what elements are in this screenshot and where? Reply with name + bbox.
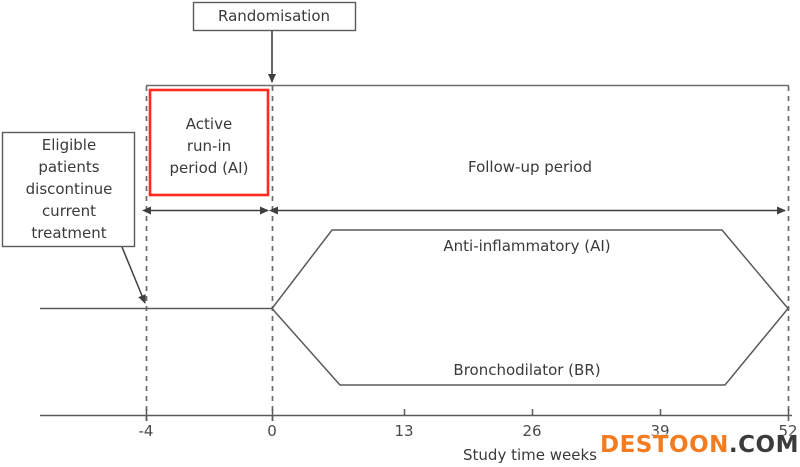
- randomisation-box: [192, 1, 357, 32]
- active-run-in-box: [148, 88, 270, 197]
- bronchodilator-arm-shape: [271, 308, 789, 386]
- x-tick-label-0: 0: [267, 422, 277, 440]
- eligible-patients-arrow: [121, 246, 146, 304]
- eligible-patients-box: [1, 131, 136, 248]
- watermark-tld: .COM: [728, 432, 799, 458]
- x-tick-label-39: 39: [650, 422, 670, 440]
- bronchodilator-arm-label: Bronchodilator (BR): [453, 361, 601, 379]
- follow-up-period-label: Follow-up period: [467, 158, 593, 176]
- site-watermark: DESTOON.COM: [600, 432, 799, 458]
- randomisation-label: Randomisation: [217, 7, 331, 25]
- anti-inflammatory-arm-label: Anti-inflammatory (AI): [443, 237, 611, 255]
- anti-inflammatory-arm-shape: [271, 229, 789, 309]
- x-axis-title: Study time weeks: [463, 446, 597, 464]
- watermark-brand: DESTOON: [600, 432, 729, 458]
- x-tick-label-52: 52: [778, 422, 798, 440]
- x-tick-label-minus4: -4: [138, 422, 154, 440]
- x-tick-label-26: 26: [522, 422, 542, 440]
- x-axis-ticks: [145, 409, 790, 421]
- x-tick-label-13: 13: [394, 422, 414, 440]
